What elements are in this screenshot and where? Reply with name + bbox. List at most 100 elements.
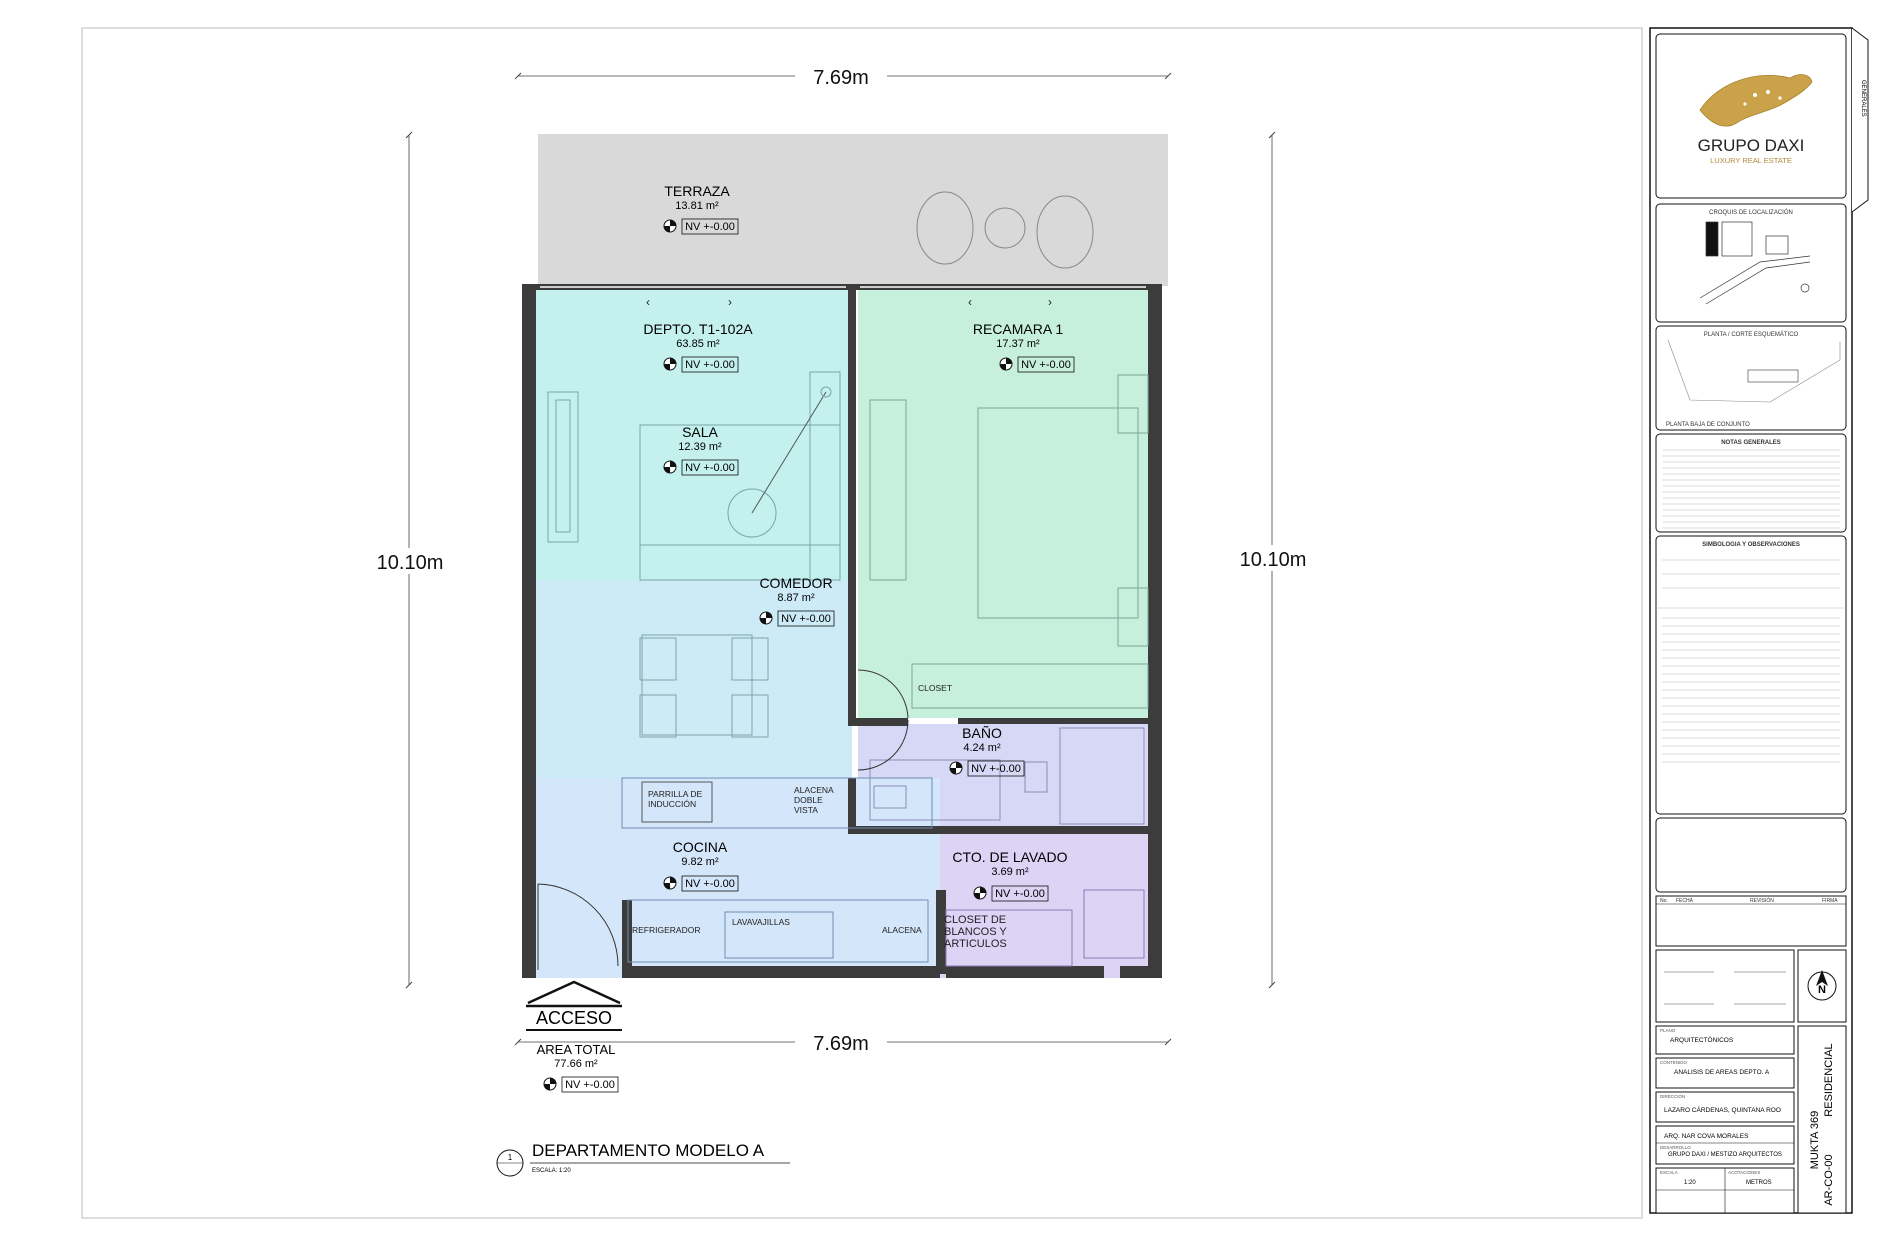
site-plan-sketch (1667, 339, 1841, 403)
room-cocina-area: 9.82 m² (681, 856, 719, 868)
room-bano-name: BAÑO (962, 725, 1002, 741)
terraza-fill (538, 134, 1168, 286)
direccion-value: LAZARO CÁRDENAS, QUINTANA ROO (1664, 1105, 1781, 1114)
area-total-label: AREA TOTAL (537, 1042, 616, 1057)
contenido-value: ANALISIS DE AREAS DEPTO. A (1674, 1069, 1770, 1076)
comedor-fill (530, 580, 852, 778)
rev-header-revision: REVISIÓN (1750, 897, 1774, 904)
svg-text:N: N (1818, 984, 1826, 996)
acotaciones-label: ACOTACIONES (1728, 1170, 1760, 1175)
plano-value: ARQUITECTÓNICOS (1670, 1035, 1734, 1044)
fixture-labels: CLOSET PARRILLA DE INDUCCIÓN ALACENA DOB… (632, 683, 1007, 950)
desarrollo-value: GRUPO DAXI / MESTIZO ARQUITECTOS (1668, 1152, 1782, 1158)
closet-label: CLOSET (918, 683, 952, 693)
parrilla-label-1: PARRILLA DE (648, 789, 703, 799)
dimension-left: 10.10m (365, 131, 455, 989)
rev-header-no: No. (1660, 898, 1668, 904)
lavavajillas-label: LAVAVAJILLAS (732, 917, 790, 927)
level-symbol-icon (663, 876, 677, 890)
room-depto-area: 63.85 m² (676, 338, 720, 350)
closet-blancos-label-3: ARTICULOS (944, 938, 1007, 950)
simbologia-lines (1656, 559, 1846, 763)
room-recamara-area: 17.37 m² (996, 338, 1040, 350)
sheet-code: AR-CO-00 (1823, 1154, 1835, 1205)
location-map-sketch (1699, 221, 1811, 305)
furniture (537, 191, 1149, 970)
room-depto: DEPTO. T1-102A 63.85 m² NV +-0.00 (643, 321, 753, 373)
drawing-number: 1 (508, 1153, 513, 1162)
dimension-top-label: 7.69m (813, 67, 869, 89)
contenido-label: CONTENIDO (1660, 1060, 1687, 1065)
parrilla-label-2: INDUCCIÓN (648, 799, 696, 809)
level-symbol-icon (663, 219, 677, 233)
room-terraza-level: NV +-0.00 (685, 221, 735, 233)
svg-text:‹: ‹ (968, 295, 972, 309)
alacena-doble-label-3: VISTA (794, 805, 818, 815)
escala-value: 1:20 (1684, 1180, 1696, 1186)
room-cocina-name: COCINA (673, 839, 728, 855)
room-recamara: RECAMARA 1 17.37 m² NV +-0.00 (973, 321, 1075, 373)
rev-header-firma: FIRMA (1822, 898, 1838, 904)
arq-value: ARQ. NAR COVA MORALES (1664, 1133, 1749, 1140)
room-cocina-level: NV +-0.00 (685, 878, 735, 890)
room-terraza-area: 13.81 m² (675, 200, 719, 212)
level-symbol-icon (949, 761, 963, 775)
acotaciones-value: METROS (1746, 1180, 1772, 1186)
room-comedor-name: COMEDOR (759, 575, 832, 591)
room-lavado: CTO. DE LAVADO 3.69 m² NV +-0.00 (952, 849, 1068, 902)
svg-text:‹: ‹ (646, 295, 650, 309)
brand-sub: LUXURY REAL ESTATE (1710, 156, 1792, 165)
plano-label: PLANO (1660, 1028, 1676, 1033)
level-symbol-icon (663, 460, 677, 474)
room-sala-level: NV +-0.00 (685, 462, 735, 474)
dimension-bottom-label: 7.69m (813, 1033, 869, 1055)
room-lavado-area: 3.69 m² (991, 866, 1029, 878)
room-cocina: COCINA 9.82 m² NV +-0.00 (663, 839, 739, 892)
lavado-fill (940, 832, 1156, 978)
walls (522, 284, 1162, 978)
window-markers: ‹› ‹› (646, 295, 1052, 309)
project-name-2: RESIDENCIAL (1823, 1043, 1835, 1116)
closet-blancos-label-1: CLOSET DE (944, 914, 1006, 926)
room-lavado-level: NV +-0.00 (995, 888, 1045, 900)
level-symbol-icon (999, 357, 1013, 371)
room-recamara-name: RECAMARA 1 (973, 321, 1063, 337)
jaguar-logo-icon (1699, 74, 1813, 127)
croquis-title: CROQUIS DE LOCALIZACIÓN (1709, 209, 1793, 216)
svg-text:›: › (1048, 295, 1052, 309)
access-marker: ACCESO (526, 980, 622, 1031)
room-comedor: COMEDOR 8.87 m² NV +-0.00 (759, 575, 835, 627)
room-comedor-level: NV +-0.00 (781, 613, 831, 625)
side-tab-label: GENERALES (1860, 80, 1866, 117)
brand-name: GRUPO DAXI (1698, 136, 1805, 155)
notas-lines (1662, 449, 1840, 529)
drawing-title-text: DEPARTAMENTO MODELO A (532, 1141, 765, 1160)
dimension-left-label: 10.10m (377, 552, 444, 574)
room-sala-name: SALA (682, 424, 718, 440)
simbologia-title: SIMBOLOGIA Y OBSERVACIONES (1702, 542, 1800, 548)
level-symbol-icon (543, 1077, 557, 1091)
refrigerador-label: REFRIGERADOR (632, 925, 700, 935)
room-comedor-area: 8.87 m² (777, 592, 815, 604)
room-sala: SALA 12.39 m² NV +-0.00 (663, 424, 739, 476)
area-total-level: NV +-0.00 (565, 1079, 615, 1091)
recamara-fill (858, 290, 1156, 718)
level-symbol-icon (663, 357, 677, 371)
drawing-scale: ESCALA: 1:20 (532, 1168, 571, 1174)
room-depto-name: DEPTO. T1-102A (643, 321, 753, 337)
escala-label: ESCALA (1660, 1170, 1678, 1175)
level-symbol-icon (973, 886, 987, 900)
planta-caption: PLANTA BAJA DE CONJUNTO (1666, 422, 1750, 428)
area-total-area: 77.66 m² (554, 1058, 598, 1070)
room-lavado-name: CTO. DE LAVADO (952, 849, 1067, 865)
dimension-top: 7.69m (514, 62, 1172, 89)
north-arrow-icon: N (1807, 970, 1837, 1001)
drawing-frame (81, 27, 1643, 1219)
dimension-right: 10.10m (1228, 131, 1318, 989)
desarrollo-label: DESARROLLO (1660, 1145, 1691, 1150)
cocina-fill (530, 778, 940, 978)
planta-title: PLANTA / CORTE ESQUEMÁTICO (1704, 331, 1799, 338)
direccion-label: DIRECCIÓN (1660, 1093, 1685, 1099)
project-name-1: MUKTA 369 (1809, 1111, 1821, 1170)
